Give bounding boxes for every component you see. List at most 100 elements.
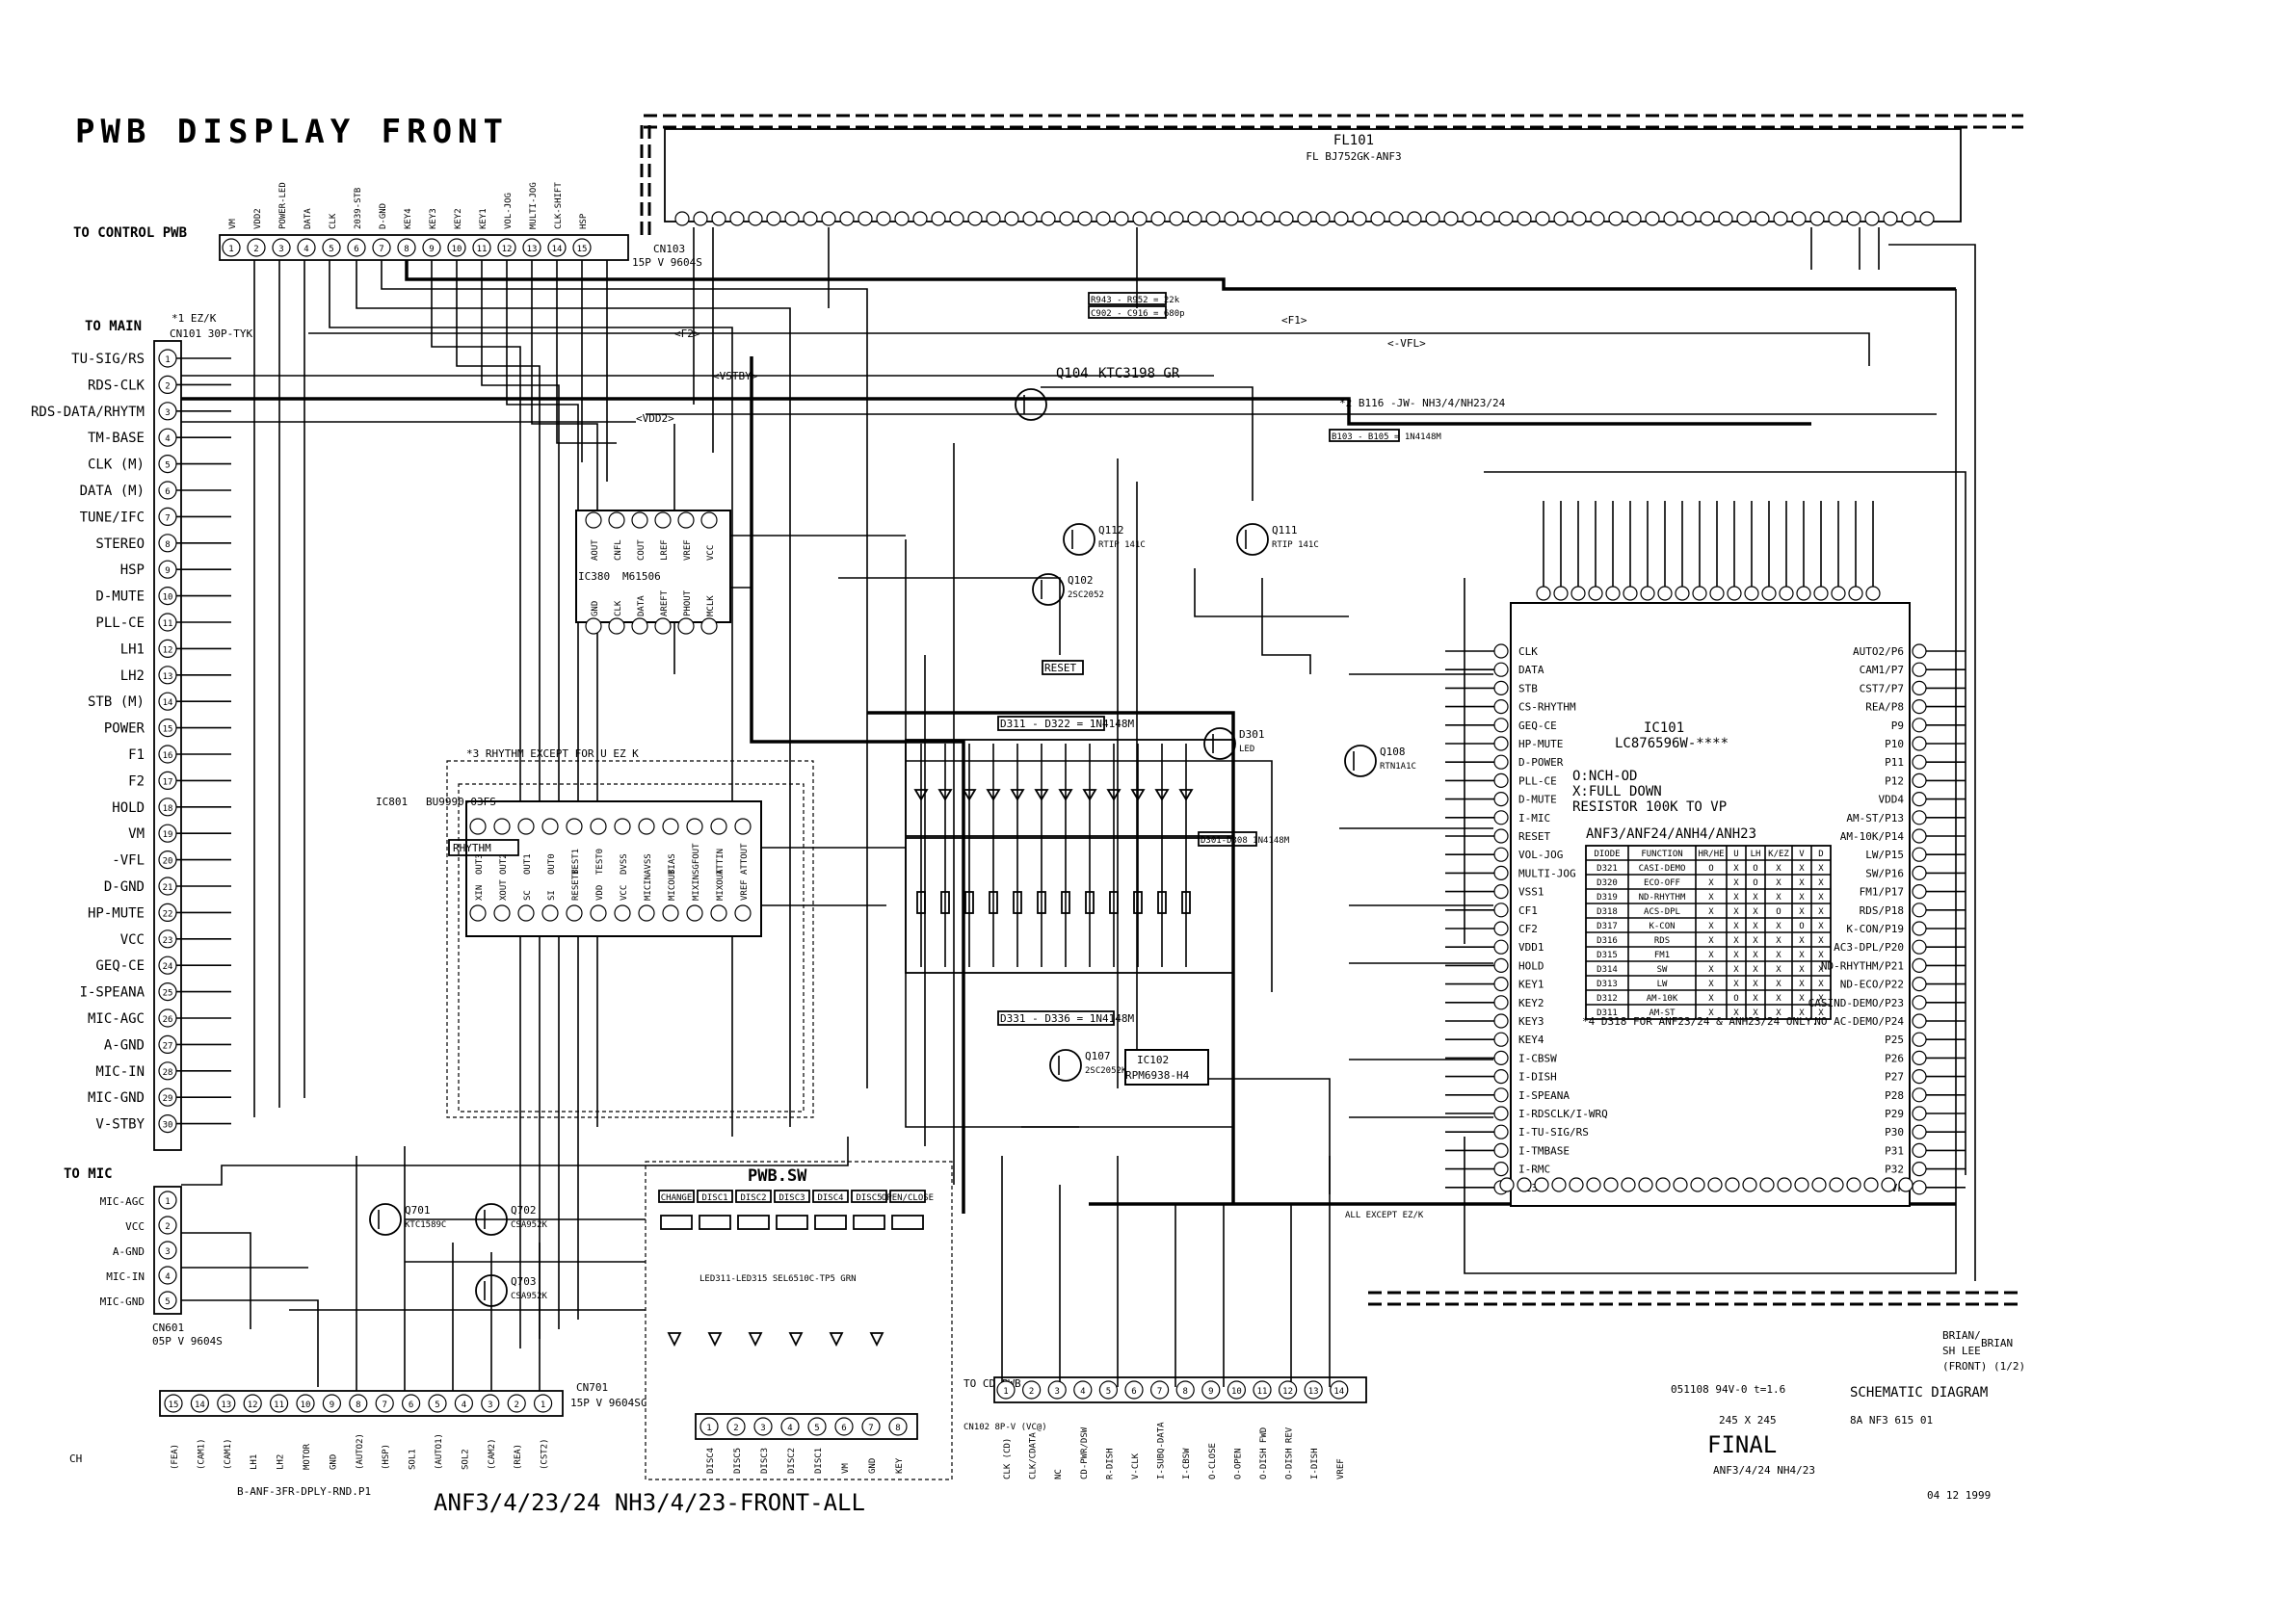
ic380-pin-label: AOUT xyxy=(591,539,600,561)
resistor-symbol xyxy=(1133,891,1143,914)
fl101-pin xyxy=(949,211,964,226)
table-cell: X xyxy=(1776,1008,1781,1018)
cn101-pin-num: 8 xyxy=(165,540,170,550)
ic101-left-label: VSS1 xyxy=(1518,886,1544,899)
ic801-pin-label: TEST0 xyxy=(595,849,605,875)
fl101-pin xyxy=(1535,211,1550,226)
transistor-part: RTIP 141C xyxy=(1272,540,1319,550)
fl101-pin xyxy=(1919,211,1935,226)
table-cell: X xyxy=(1818,1008,1824,1018)
ic801-pin-label: BIAS xyxy=(668,853,677,875)
transistor-part: RTN1A1C xyxy=(1380,762,1416,772)
ic101-pin xyxy=(1493,1087,1509,1103)
diode-symbol xyxy=(1010,789,1025,801)
ic101-bottom-pin xyxy=(1811,1177,1827,1192)
ic101-pin xyxy=(1493,939,1509,955)
cn701-pin xyxy=(454,1394,473,1413)
ic801: *3 RHYTHM EXCEPT FOR U EZ K IC801 BU9990… xyxy=(376,747,814,1118)
cd-pin xyxy=(1047,1380,1067,1400)
cn101-signal: MIC-AGC xyxy=(88,1011,145,1027)
cn103-signal: VDD2 xyxy=(253,208,263,229)
cn701-pin xyxy=(402,1394,421,1413)
sheet: (FRONT) (1/2) xyxy=(1942,1360,2025,1373)
cn103-signal: KEY1 xyxy=(479,208,488,229)
ic101-right-label: AUTO2/P6 xyxy=(1853,645,1904,658)
diode-symbol xyxy=(1130,789,1146,801)
doc-id: B-ANF-3FR-DPLY-RND.P1 xyxy=(237,1485,371,1498)
fl101-pin xyxy=(1169,211,1184,226)
ic101-right-label: CST7/P7 xyxy=(1860,682,1904,694)
cn701-signal: (HSP) xyxy=(382,1444,391,1470)
ic101-bottom-pin xyxy=(1621,1177,1636,1192)
ic101-pin xyxy=(1912,847,1927,862)
ic101-part: LC876596W-**** xyxy=(1615,736,1729,751)
cn701-pin xyxy=(243,1394,262,1413)
ic801-note: *3 RHYTHM EXCEPT FOR U EZ K xyxy=(466,747,639,760)
ic101-right-label: ND-ECO/P22 xyxy=(1840,979,1904,991)
table-cell: X xyxy=(1776,922,1781,931)
pwb-sw-pin-label: GND xyxy=(868,1458,878,1474)
cn101-signal: STB (M) xyxy=(88,694,145,710)
ic101-pin xyxy=(1493,698,1509,715)
cn101-pin-num: 17 xyxy=(163,777,173,787)
table-cell: X xyxy=(1733,951,1739,960)
ic380-pin xyxy=(700,617,718,635)
ic101-left-label: D-POWER xyxy=(1518,756,1564,769)
cn701-pin xyxy=(217,1394,236,1413)
ic101-bottom-pin xyxy=(1777,1177,1792,1192)
ic801-pin-label: MICIN xyxy=(644,875,653,901)
ic101-top-pin xyxy=(1553,586,1569,601)
ic380-pin-label: MCLK xyxy=(706,595,716,616)
cn103-signal: 2039-STB xyxy=(354,188,363,229)
table-cell: X xyxy=(1708,965,1714,975)
ic380-pin-label: VREF xyxy=(683,539,693,561)
table-cell: X xyxy=(1733,878,1739,888)
cn103-pin xyxy=(322,238,341,257)
table-header: FUNCTION xyxy=(1641,850,1682,859)
cn103-pin-num: 10 xyxy=(452,245,462,254)
ic101-top-pin xyxy=(1744,586,1759,601)
table-cell: X xyxy=(1753,936,1758,946)
ic101-right-label: ND-RHYTHM/P21 xyxy=(1821,959,1904,972)
cn103-pin-num: 11 xyxy=(477,245,488,254)
pwb-sw-pin-label: DISC3 xyxy=(760,1448,770,1474)
ic101-left-label: D-MUTE xyxy=(1518,794,1557,806)
ic101-left-label: RESET xyxy=(1518,830,1550,843)
table-cell: X xyxy=(1753,922,1758,931)
cn101-pin-num: 7 xyxy=(165,513,170,523)
ic101-right-label: P10 xyxy=(1885,738,1904,750)
ic101-top-pin xyxy=(1831,586,1846,601)
ic101-pin xyxy=(1493,995,1509,1010)
to-main-label: TO MAIN xyxy=(85,319,142,334)
ic380-ref: IC380 xyxy=(578,570,610,583)
ic380-pin xyxy=(654,511,672,529)
transistor-symbol xyxy=(1049,1049,1082,1082)
cn101-pin-num: 14 xyxy=(163,698,173,708)
cd-pin-label: I-DISH xyxy=(1310,1448,1320,1479)
table-cell: AM-10K xyxy=(1647,994,1678,1004)
ic801-pin xyxy=(469,904,487,922)
transistor-ref: Q112 xyxy=(1098,524,1124,537)
cn101-signal: DATA (M) xyxy=(80,484,145,499)
cn601-signal: A-GND xyxy=(113,1245,145,1258)
ic101-left-label: KEY3 xyxy=(1518,1015,1544,1028)
resistor-symbol xyxy=(1037,891,1046,914)
ic380-pin-label: VCC xyxy=(706,545,716,561)
cn103-pin-num: 8 xyxy=(404,245,409,254)
ic801-pin-label: DVSS xyxy=(620,853,629,875)
table-cell: D311 xyxy=(1597,1008,1618,1018)
ic380-pin xyxy=(608,511,625,529)
transistor-ref: Q108 xyxy=(1380,746,1406,758)
ic801-pin xyxy=(566,904,583,922)
cd-pin-num: 7 xyxy=(1157,1387,1162,1397)
ic102-ref: IC102 xyxy=(1137,1054,1169,1066)
cn103-pin xyxy=(572,238,592,257)
ic801-pin-label: MIXIN xyxy=(692,875,701,901)
cn101-signal: VM xyxy=(128,826,145,842)
ic101-pin xyxy=(1493,865,1509,881)
ic101-left-label: I-TMBASE xyxy=(1518,1144,1570,1157)
fl101-pin xyxy=(1260,211,1276,226)
ic380-pin-label: COUT xyxy=(637,539,647,561)
transistor-ref: Q701 xyxy=(405,1204,431,1217)
transistor-symbol xyxy=(1063,523,1095,556)
